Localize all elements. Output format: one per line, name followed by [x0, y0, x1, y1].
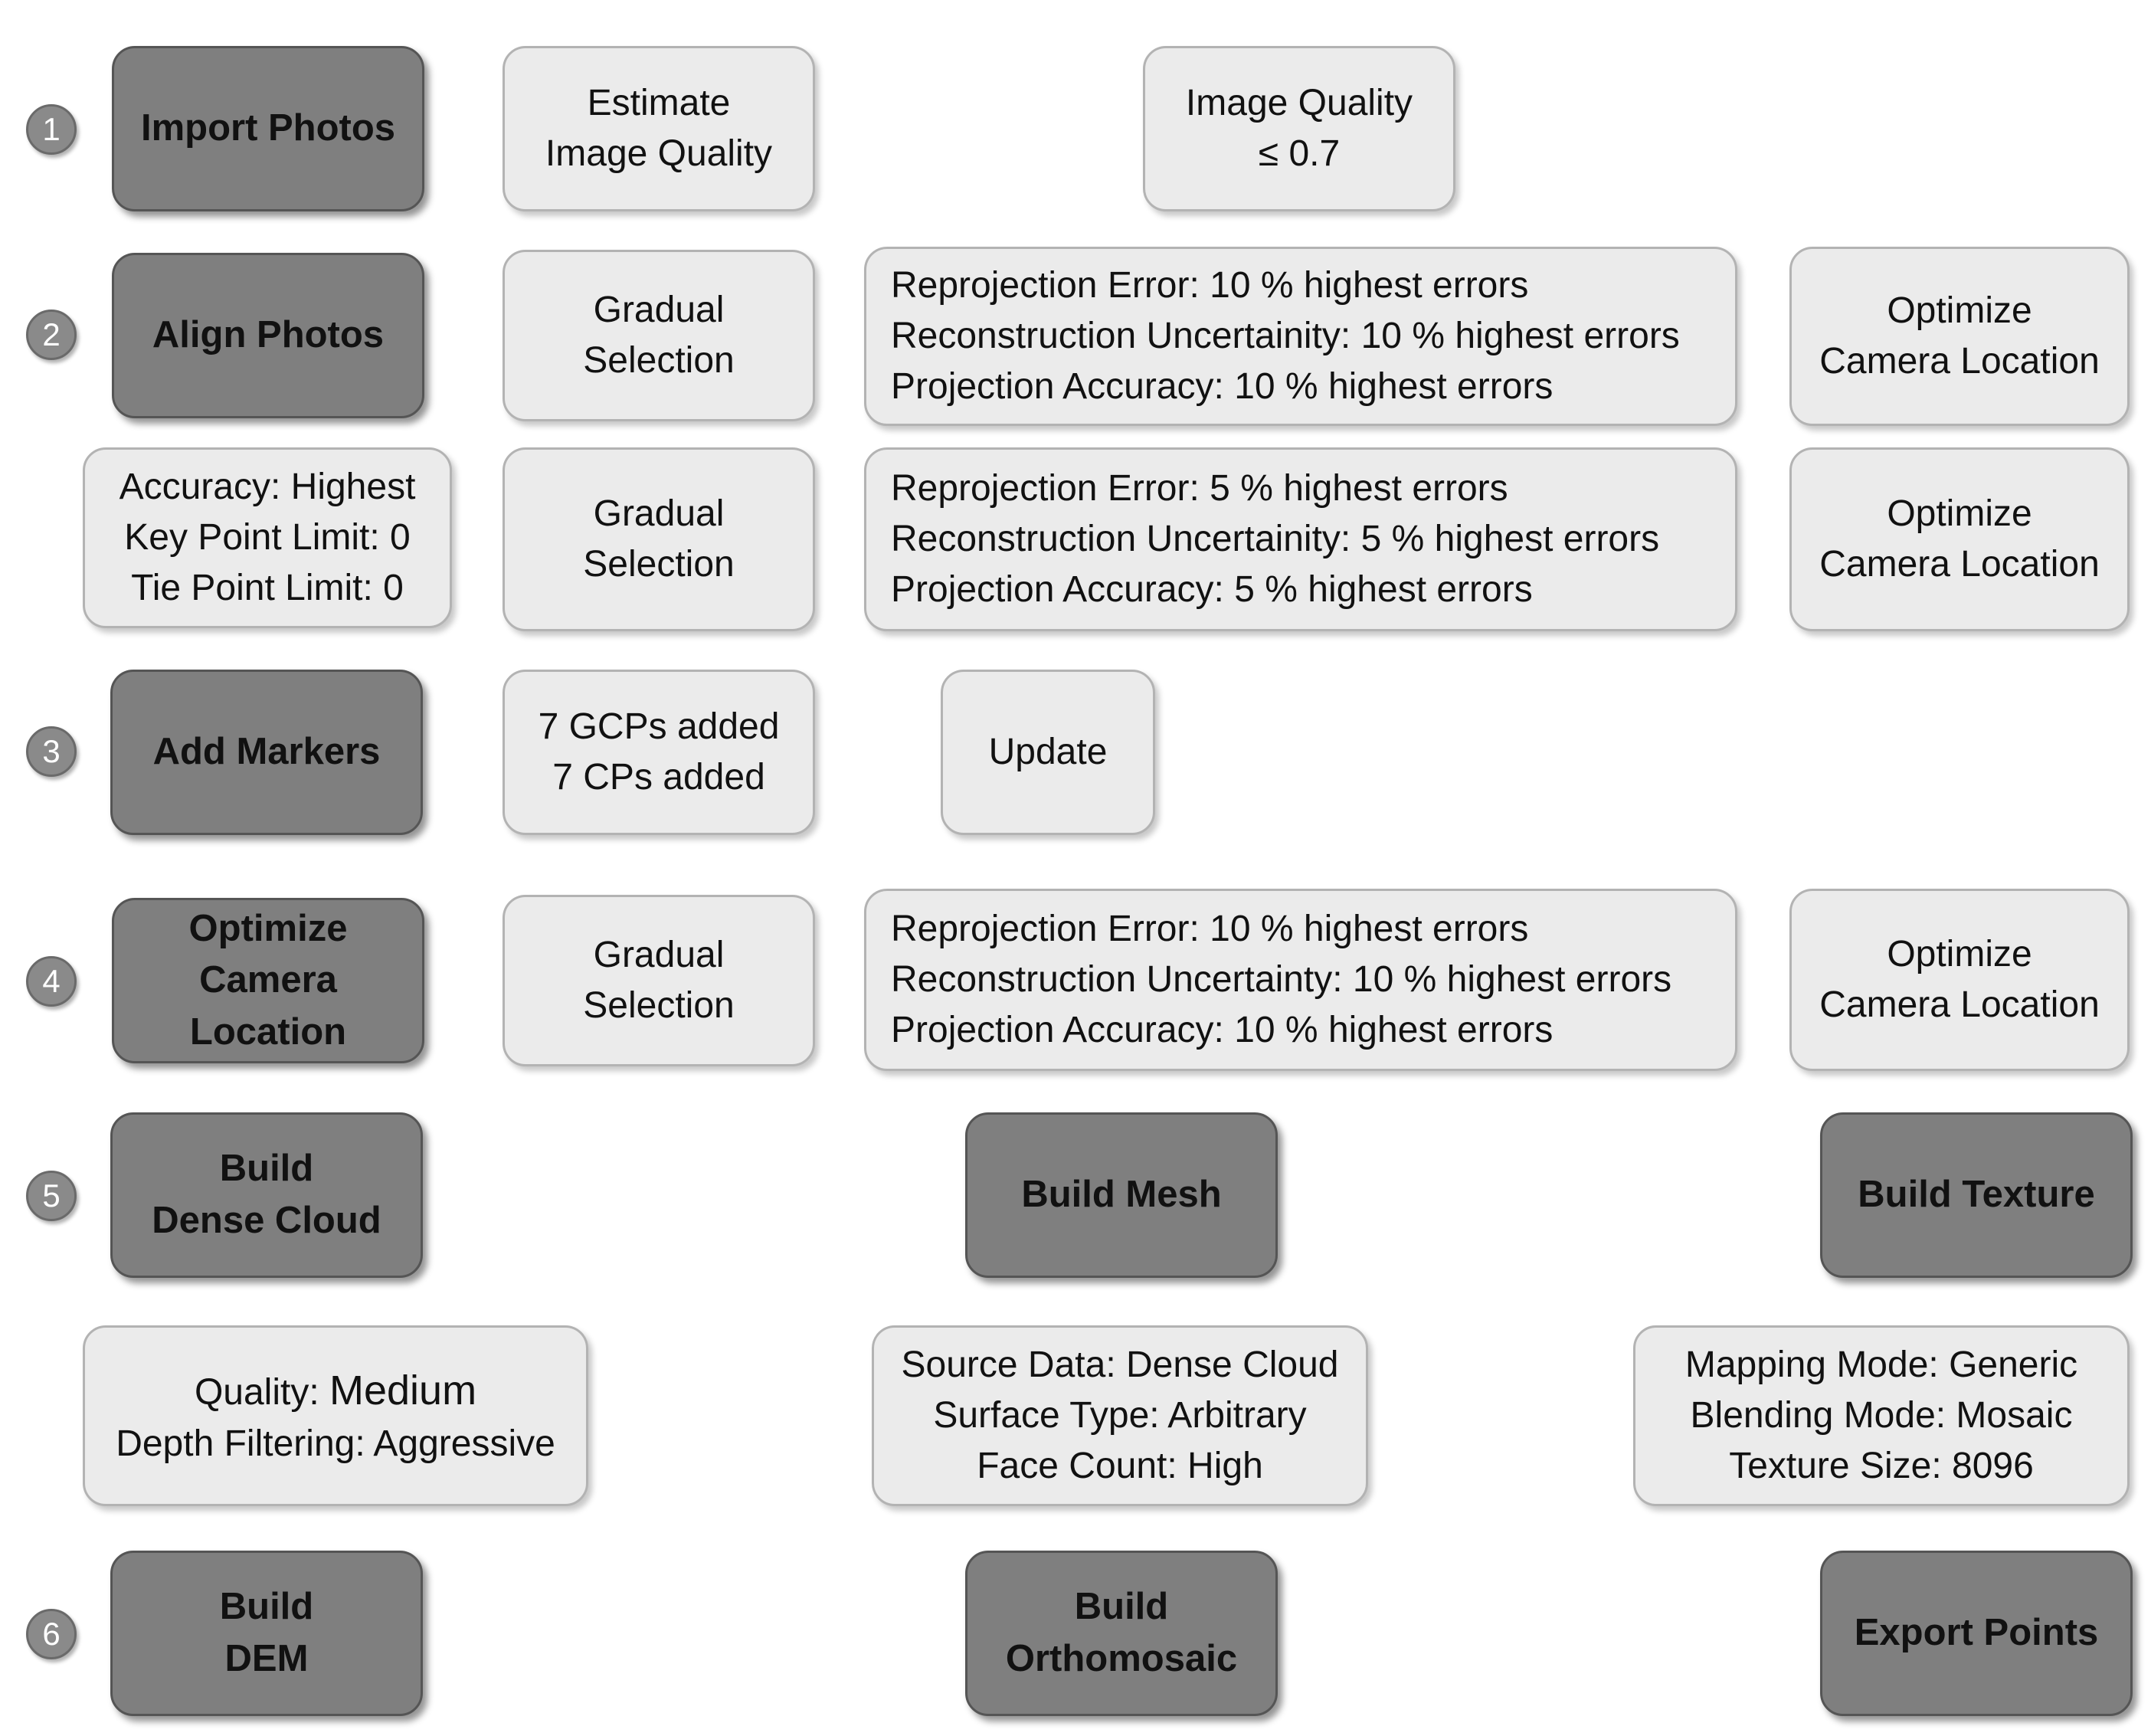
threshold-line-1: Image Quality — [1185, 82, 1413, 123]
align-setting-accuracy: Accuracy: Highest — [119, 466, 416, 507]
image-quality-threshold-box: Image Quality ≤ 0.7 — [1143, 46, 1455, 211]
dense-cloud-depth-filtering: Depth Filtering: Aggressive — [116, 1423, 555, 1465]
export-points-label: Export Points — [1854, 1612, 2099, 1654]
gradual-selection-line-2: Selection — [583, 340, 735, 381]
gradual-selection-box: Gradual Selection — [503, 895, 815, 1066]
quality-label: Quality: — [194, 1371, 329, 1413]
mesh-surface-type: Surface Type: Arbitrary — [933, 1394, 1307, 1436]
dense-cloud-line-2: Dense Cloud — [152, 1200, 381, 1241]
optimize-line-2: Camera Location — [1819, 984, 2100, 1025]
criteria-line-3: Projection Accuracy: 10 % highest errors — [891, 1010, 1554, 1051]
dense-cloud-line-1: Build — [219, 1148, 314, 1190]
criteria-line-1: Reprojection Error: 10 % highest errors — [891, 264, 1529, 306]
build-dem-line-1: Build — [219, 1586, 314, 1628]
optimize-step-line-2: Camera — [199, 959, 337, 1001]
build-orthomosaic-box: Build Orthomosaic — [965, 1551, 1278, 1716]
add-markers-label: Add Markers — [152, 731, 381, 773]
estimate-quality-line-2: Image Quality — [545, 133, 773, 174]
texture-mapping-mode: Mapping Mode: Generic — [1684, 1344, 2078, 1385]
step-number: 5 — [42, 1178, 61, 1214]
selection-criteria-box: Reprojection Error: 5 % highest errors R… — [864, 447, 1737, 631]
add-markers-box: Add Markers — [110, 670, 423, 835]
step-number: 4 — [42, 963, 61, 999]
orthomosaic-line-2: Orthomosaic — [1005, 1638, 1238, 1679]
criteria-line-1: Reprojection Error: 5 % highest errors — [891, 467, 1508, 509]
build-mesh-label: Build Mesh — [1021, 1174, 1222, 1216]
dense-cloud-settings-box: Quality: Medium Depth Filtering: Aggress… — [83, 1325, 588, 1506]
align-settings-box: Accuracy: Highest Key Point Limit: 0 Tie… — [83, 447, 452, 628]
build-texture-box: Build Texture — [1820, 1112, 2133, 1278]
gradual-selection-box: Gradual Selection — [503, 447, 815, 631]
update-label: Update — [988, 731, 1108, 772]
cps-added-line: 7 CPs added — [552, 757, 765, 798]
step-1-marker: 1 — [26, 104, 77, 155]
align-photos-label: Align Photos — [152, 314, 385, 356]
optimize-camera-location-box: Optimize Camera Location — [1789, 889, 2130, 1071]
build-dem-line-2: DEM — [224, 1638, 309, 1679]
step-5-marker: 5 — [26, 1171, 77, 1221]
align-setting-tie-point-limit: Tie Point Limit: 0 — [131, 568, 404, 609]
optimize-camera-location-box: Optimize Camera Location — [1789, 247, 2130, 426]
criteria-line-3: Projection Accuracy: 10 % highest errors — [891, 366, 1554, 408]
criteria-line-2: Reconstruction Uncertainity: 5 % highest… — [891, 518, 1660, 559]
gcps-added-line: 7 GCPs added — [538, 706, 780, 747]
optimize-line-1: Optimize — [1887, 933, 2032, 974]
mesh-settings-box: Source Data: Dense Cloud Surface Type: A… — [872, 1325, 1368, 1506]
optimize-camera-location-step-box: Optimize Camera Location — [112, 898, 424, 1063]
orthomosaic-line-1: Build — [1074, 1586, 1169, 1628]
markers-info-box: 7 GCPs added 7 CPs added — [503, 670, 815, 835]
gradual-selection-line-2: Selection — [583, 544, 735, 585]
optimize-step-line-3: Location — [189, 1010, 347, 1053]
estimate-image-quality-box: Estimate Image Quality — [503, 46, 815, 211]
optimize-line-1: Optimize — [1887, 290, 2032, 331]
quality-value: Medium — [329, 1367, 477, 1413]
import-photos-label: Import Photos — [140, 107, 396, 149]
criteria-line-2: Reconstruction Uncertainty: 10 % highest… — [891, 958, 1672, 1000]
selection-criteria-box: Reprojection Error: 10 % highest errors … — [864, 889, 1737, 1071]
update-box: Update — [941, 670, 1155, 835]
criteria-line-3: Projection Accuracy: 5 % highest errors — [891, 569, 1533, 611]
step-3-marker: 3 — [26, 726, 77, 777]
threshold-line-2: ≤ 0.7 — [1258, 133, 1341, 174]
dense-cloud-quality: Quality: Medium — [195, 1362, 476, 1420]
criteria-line-2: Reconstruction Uncertainity: 10 % highes… — [891, 315, 1680, 356]
texture-settings-box: Mapping Mode: Generic Blending Mode: Mos… — [1633, 1325, 2130, 1506]
gradual-selection-box: Gradual Selection — [503, 250, 815, 421]
estimate-quality-line-1: Estimate — [587, 82, 731, 123]
optimize-line-1: Optimize — [1887, 493, 2032, 534]
gradual-selection-line-1: Gradual — [593, 934, 725, 975]
gradual-selection-line-1: Gradual — [593, 493, 725, 534]
gradual-selection-line-1: Gradual — [593, 289, 725, 330]
gradual-selection-line-2: Selection — [583, 985, 735, 1026]
optimize-line-2: Camera Location — [1819, 544, 2100, 585]
step-number: 6 — [42, 1616, 61, 1652]
step-number: 1 — [42, 111, 61, 147]
texture-blending-mode: Blending Mode: Mosaic — [1690, 1394, 2073, 1436]
criteria-line-1: Reprojection Error: 10 % highest errors — [891, 908, 1529, 949]
build-dem-box: Build DEM — [110, 1551, 423, 1716]
mesh-source-data: Source Data: Dense Cloud — [901, 1344, 1339, 1385]
build-dense-cloud-box: Build Dense Cloud — [110, 1112, 423, 1278]
optimize-camera-location-box: Optimize Camera Location — [1789, 447, 2130, 631]
export-points-box: Export Points — [1820, 1551, 2133, 1716]
build-texture-label: Build Texture — [1858, 1174, 2095, 1216]
step-2-marker: 2 — [26, 310, 77, 360]
step-6-marker: 6 — [26, 1609, 77, 1659]
step-4-marker: 4 — [26, 956, 77, 1007]
texture-size: Texture Size: 8096 — [1729, 1446, 2034, 1487]
step-number: 3 — [42, 733, 61, 769]
import-photos-box: Import Photos — [112, 46, 424, 211]
build-mesh-box: Build Mesh — [965, 1112, 1278, 1278]
align-setting-key-point-limit: Key Point Limit: 0 — [124, 516, 411, 558]
step-number: 2 — [42, 316, 61, 352]
selection-criteria-box: Reprojection Error: 10 % highest errors … — [864, 247, 1737, 426]
mesh-face-count: Face Count: High — [977, 1446, 1263, 1487]
optimize-line-2: Camera Location — [1819, 341, 2100, 382]
align-photos-box: Align Photos — [112, 253, 424, 418]
optimize-step-line-1: Optimize — [188, 907, 348, 949]
